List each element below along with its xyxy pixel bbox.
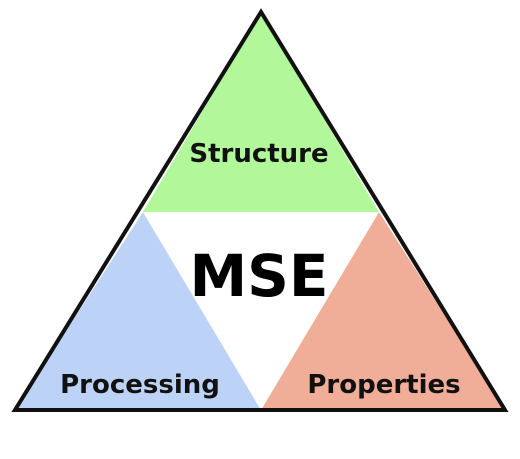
structure-label: Structure	[189, 139, 328, 169]
mse-center-region	[143, 212, 379, 410]
processing-region	[15, 212, 261, 410]
mse-center-label: MSE	[189, 242, 328, 310]
processing-label: Processing	[60, 370, 220, 400]
outer-triangle-outline	[11, 8, 509, 412]
properties-region	[261, 212, 505, 410]
properties-label: Properties	[307, 370, 460, 400]
structure-region	[143, 12, 379, 212]
